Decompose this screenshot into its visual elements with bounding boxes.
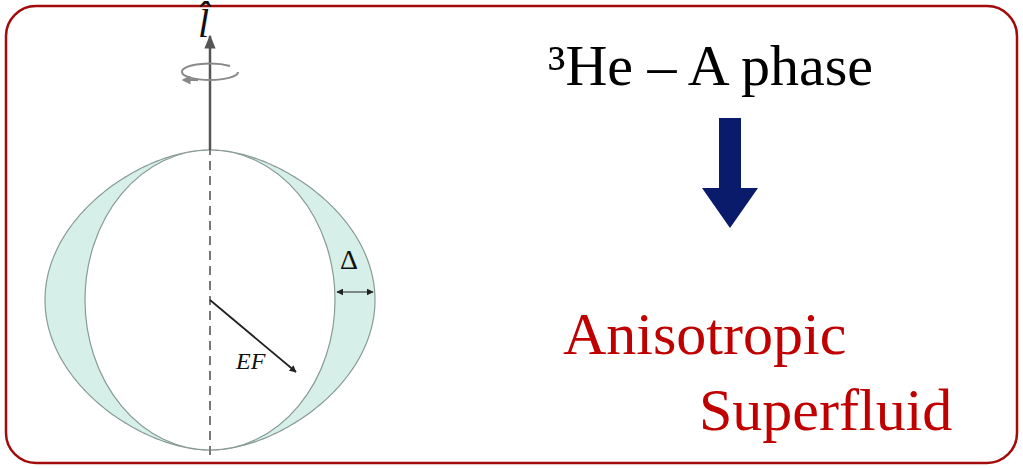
block-arrow bbox=[702, 118, 758, 228]
axis-arrow bbox=[209, 36, 212, 150]
node-text: ³He – A phase bbox=[548, 28, 998, 104]
rotation-ring bbox=[182, 64, 238, 80]
phase-description: Anisotropic Superfluid bbox=[563, 296, 1003, 448]
phase-title: ³He – A phase bbox=[548, 28, 998, 104]
rotation-arrow bbox=[186, 79, 198, 81]
gap-width-arrow bbox=[337, 291, 373, 292]
fermi-energy-label: EF bbox=[236, 348, 265, 374]
gap-label: Δ bbox=[340, 245, 358, 276]
axis-label: l̂ bbox=[198, 2, 209, 46]
node-text: Anisotropic Superfluid bbox=[699, 296, 1003, 448]
panel-border bbox=[6, 6, 1017, 463]
